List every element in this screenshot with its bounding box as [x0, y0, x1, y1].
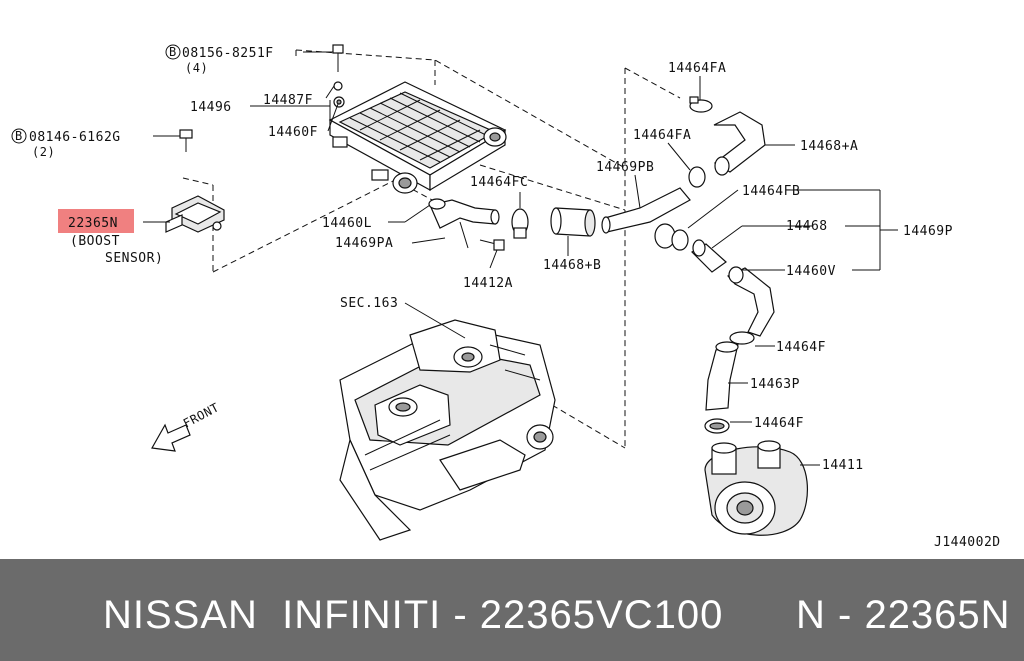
front-arrow: FRONT — [151, 400, 222, 452]
label-clamp-fb: 14464FB — [742, 184, 800, 199]
bolt-symbol-2-text: B — [15, 129, 23, 143]
front-label: FRONT — [181, 400, 222, 430]
label-hose-p: 14463P — [750, 377, 800, 392]
diagram-canvas: FRONT B 0815 — [11, 44, 1001, 550]
label-clip-upper: 14460F — [268, 125, 318, 140]
label-bolt2-qty: (2) — [32, 145, 55, 159]
label-section: SEC.163 — [340, 296, 398, 311]
hose-14468b — [550, 207, 596, 237]
parts-diagram: FRONT B 0815 — [11, 44, 1001, 550]
hose-14468a — [713, 111, 766, 176]
pipe-14460v — [727, 266, 775, 337]
clamp-14464fc — [511, 208, 529, 239]
label-intercooler: 14496 — [190, 100, 232, 115]
label-pipe-p: 14469P — [903, 224, 953, 239]
label-nut: 14487F — [263, 93, 313, 108]
hose-14468 — [691, 239, 727, 273]
label-hose-a: 14468+A — [800, 139, 858, 154]
label-clamp-fa-mid: 14464FA — [633, 128, 691, 143]
bolt-symbol-1 — [165, 44, 181, 60]
engine-block — [339, 319, 556, 541]
labels: B 08156-8251F (4) 14496 14487F 14460F B … — [11, 44, 1001, 550]
clamp-14464fb — [654, 223, 689, 251]
label-bolt1-qty: (4) — [185, 61, 208, 75]
clamp-14464fa-mid — [688, 166, 706, 188]
label-bolt1-code: 08156-8251F — [182, 46, 274, 61]
part-number-banner: NISSAN INFINITI - 22365VC100 N - 22365N — [0, 559, 1024, 661]
clamp-14464fa-top — [689, 96, 713, 113]
label-boost-part: 22365N — [68, 216, 118, 231]
label-pipe-pa: 14469PA — [335, 236, 393, 251]
bolt-symbol-2 — [11, 128, 27, 144]
label-hose: 14468 — [786, 219, 828, 234]
label-boost-desc-2: SENSOR) — [105, 251, 163, 266]
label-boost-desc-1: (BOOST — [70, 234, 120, 249]
label-bolt-a: 14412A — [463, 276, 513, 291]
label-clip-v: 14460V — [786, 264, 836, 279]
pipe-14469pb — [601, 187, 691, 234]
clamp-14464f-bot — [704, 418, 730, 434]
bolt-08156 — [332, 44, 345, 108]
leader-lines — [143, 51, 898, 466]
boost-sensor — [165, 129, 225, 233]
label-hose-b: 14468+B — [543, 258, 601, 273]
dashed-guides — [182, 49, 681, 449]
label-pipe-pb: 14469PB — [596, 160, 654, 175]
label-bracket-l: 14460L — [322, 216, 372, 231]
clamp-14464f-top — [729, 331, 755, 345]
label-clamp-f-bot: 14464F — [754, 416, 804, 431]
intercooler — [328, 81, 507, 194]
pipe-14469pa — [428, 198, 500, 249]
label-turbo: 14411 — [822, 458, 864, 473]
label-diagram-code: J144002D — [934, 535, 1001, 550]
label-bolt2-code: 08146-6162G — [29, 130, 121, 145]
part-number-text: NISSAN INFINITI - 22365VC100 N - 22365N — [103, 592, 1011, 637]
label-clamp-fa-top: 14464FA — [668, 61, 726, 76]
label-clamp-f-top: 14464F — [776, 340, 826, 355]
label-clamp-fc: 14464FC — [470, 175, 528, 190]
bolt-14412a — [479, 239, 505, 251]
bolt-symbol-1-text: B — [169, 45, 177, 59]
hose-14463p — [705, 341, 739, 411]
part-highlight — [58, 209, 134, 233]
turbocharger — [704, 440, 809, 536]
